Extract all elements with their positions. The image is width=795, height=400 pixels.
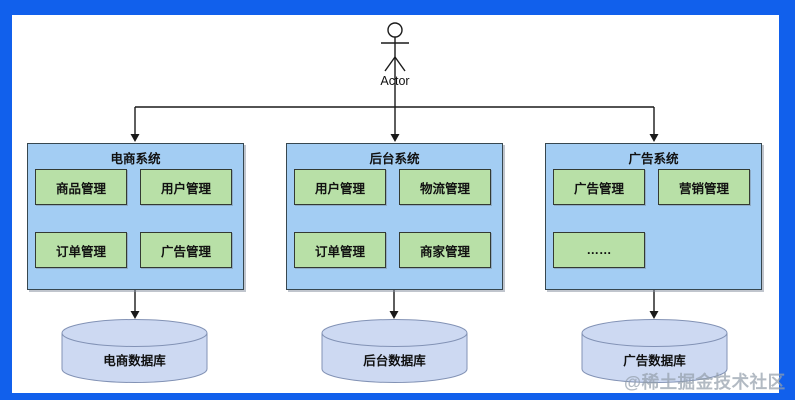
database-label-ecommerce: 电商数据库 — [103, 354, 166, 368]
database-cylinder-icons — [61, 319, 728, 383]
system-box-ecommerce: 电商系统 商品管理 用户管理 订单管理 广告管理 — [27, 143, 244, 290]
module-box: 广告管理 — [553, 169, 645, 205]
system-box-advertising: 广告系统 广告管理 营销管理 …… — [545, 143, 762, 290]
watermark: @稀土掘金技术社区 — [624, 372, 786, 392]
module-box: 用户管理 — [294, 169, 386, 205]
module-box: 订单管理 — [294, 232, 386, 268]
system-box-backend: 后台系统 用户管理 物流管理 订单管理 商家管理 — [286, 143, 503, 290]
module-box: 商品管理 — [35, 169, 127, 205]
database-label-advertising: 广告数据库 — [623, 354, 686, 368]
actor-to-systems-connectors — [134, 57, 655, 135]
actor-label: Actor — [380, 74, 410, 88]
module-box: 商家管理 — [399, 232, 491, 268]
module-box: …… — [553, 232, 645, 268]
module-box: 物流管理 — [399, 169, 491, 205]
arrowheads-to-databases — [130, 311, 659, 319]
database-label-backend: 后台数据库 — [363, 354, 426, 368]
system-title: 广告系统 — [628, 152, 679, 166]
actor-icon — [381, 22, 409, 72]
module-box: 订单管理 — [35, 232, 127, 268]
module-box: 营销管理 — [658, 169, 750, 205]
systems-to-databases-connectors — [134, 290, 655, 312]
module-box: 广告管理 — [140, 232, 232, 268]
module-box: 用户管理 — [140, 169, 232, 205]
system-title: 电商系统 — [110, 152, 161, 166]
system-title: 后台系统 — [369, 152, 420, 166]
arrowheads-to-systems — [130, 134, 659, 142]
